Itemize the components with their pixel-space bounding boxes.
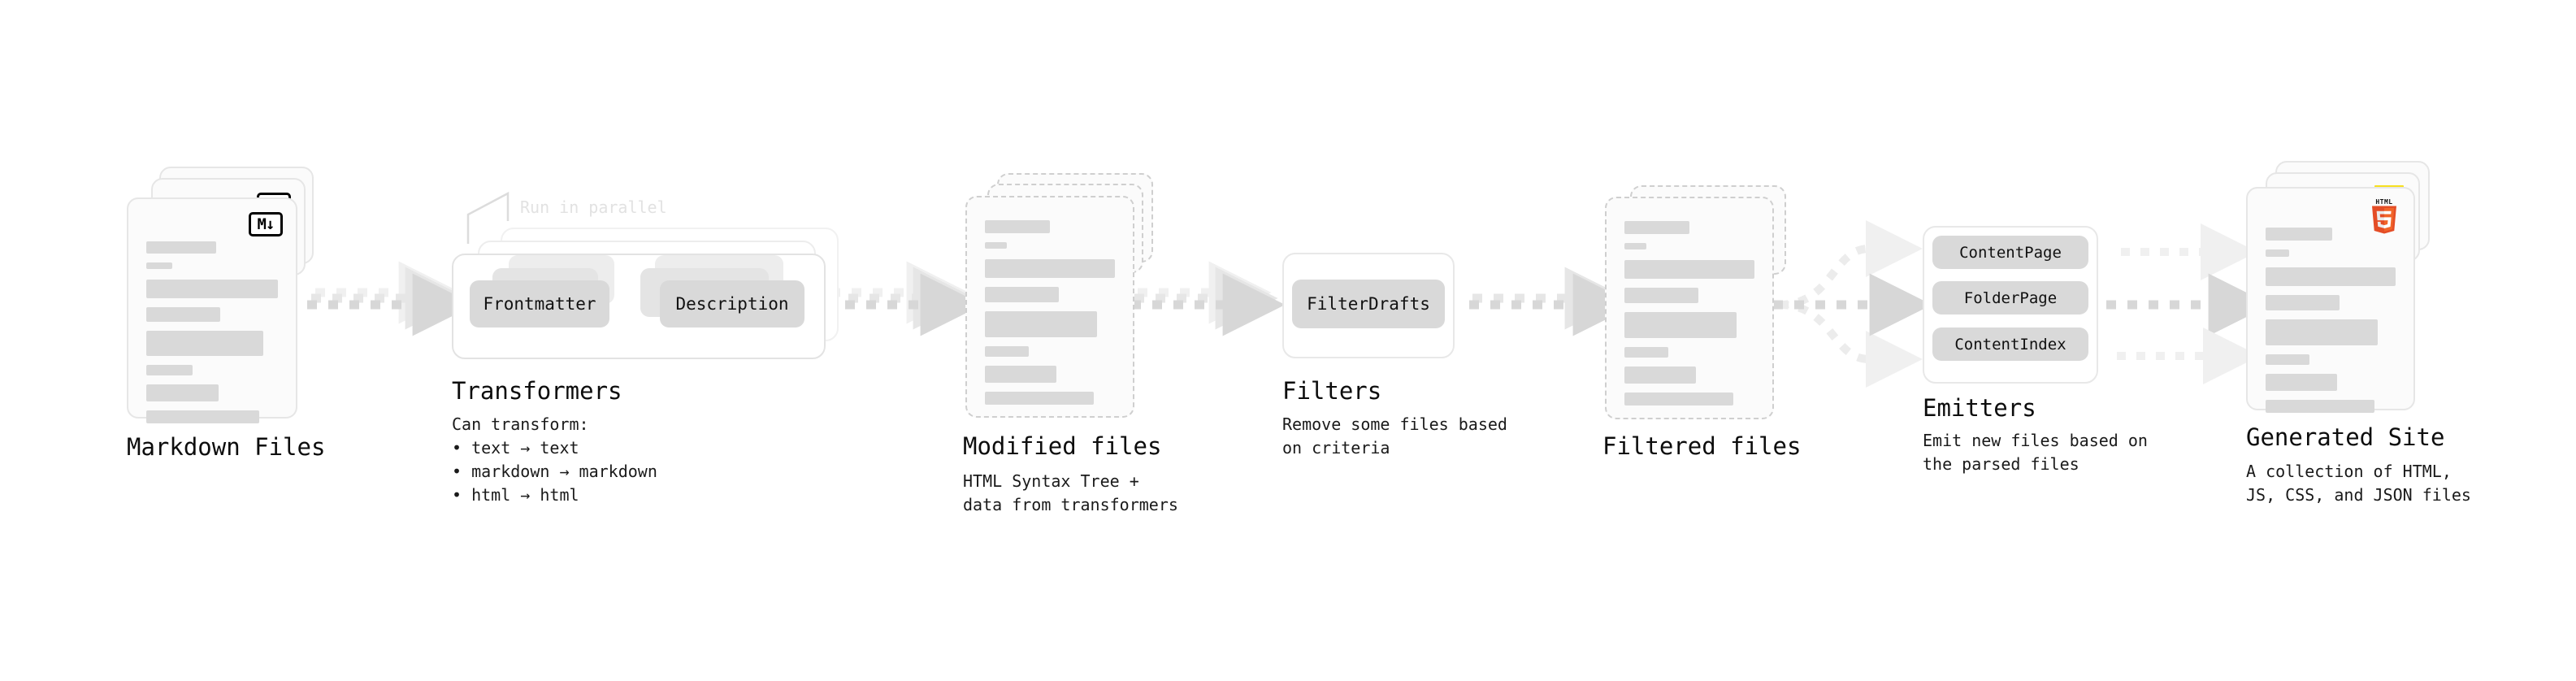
stage-title-transformers: Transformers [452,377,622,405]
stage-subtitle-modified-files: HTML Syntax Tree + data from transformer… [963,471,1178,514]
stage-title-generated-site: Generated Site [2246,423,2445,451]
skeleton-bars [1624,221,1754,414]
skeleton-bar [146,365,193,375]
skeleton-bar [146,331,264,356]
skeleton-bar [146,384,219,401]
skeleton-bar [2266,295,2340,310]
skeleton-bar [2266,249,2289,257]
connector-filtered-to-emitters [1773,220,1932,388]
connector-transformers-to-modified [824,261,983,336]
connector-modified-to-filters [1131,261,1286,336]
emitter-chip-contentpage[interactable]: ContentPage [1932,236,2088,269]
skeleton-bar [985,220,1050,233]
skeleton-bar [985,366,1056,383]
skeleton-bar [1624,367,1696,384]
skeleton-bar [985,392,1095,405]
skeleton-bars [985,220,1115,414]
stage-title-filtered-files: Filtered files [1602,432,1802,460]
emitter-chip-folderpage[interactable]: FolderPage [1932,281,2088,314]
skeleton-bars [146,241,278,432]
markdown-badge: M↓ [249,212,283,236]
modified-card-front[interactable] [965,196,1134,418]
html5-shield-icon [2371,206,2397,234]
connector-emitters-to-site [2106,223,2271,384]
skeleton-bars [2266,228,2396,422]
connector-markdown-to-transformers [307,261,475,336]
skeleton-bar [1624,243,1647,249]
skeleton-bar [146,280,278,298]
transformer-chip-description[interactable]: Description [660,280,804,327]
skeleton-bar [2266,400,2375,413]
skeleton-bar [985,346,1030,357]
skeleton-bar [2266,319,2378,345]
stage-subtitle-filters: Remove some files based on criteria [1282,414,1507,458]
skeleton-bar [985,259,1115,278]
skeleton-bar [985,242,1008,249]
skeleton-bar [2266,374,2337,391]
run-in-parallel-label: Run in parallel [520,197,667,217]
stage-title-filters: Filters [1282,377,1382,405]
stage-title-modified-files: Modified files [963,432,1162,460]
skeleton-bar [1624,312,1737,338]
skeleton-bar [1624,347,1669,358]
skeleton-bar [2266,228,2332,241]
connector-filters-to-filtered [1469,267,1636,336]
skeleton-bar [1624,221,1689,234]
skeleton-bar [146,307,220,322]
skeleton-bar [1624,288,1699,303]
html5-badge-label: HTML [2375,198,2393,206]
skeleton-bar [2266,354,2310,365]
markdown-card-front[interactable]: M↓ [127,197,297,423]
emitter-chip-contentindex[interactable]: ContentIndex [1932,327,2088,361]
skeleton-bar [985,311,1097,337]
transformer-chip-frontmatter[interactable]: Frontmatter [470,280,609,327]
skeleton-bar [985,287,1060,302]
skeleton-bar [146,262,173,269]
html5-icon: HTML [2368,198,2400,234]
filter-chip-filterdrafts[interactable]: FilterDrafts [1292,280,1445,328]
skeleton-bar [146,241,216,254]
site-card-front[interactable]: HTML [2246,187,2415,413]
filtered-card-front[interactable] [1605,197,1774,419]
skeleton-bar [2266,267,2396,286]
skeleton-bar [1624,260,1754,279]
skeleton-bar [1624,393,1734,406]
stage-subtitle-generated-site: A collection of HTML, JS, CSS, and JSON … [2246,462,2471,505]
stage-subtitle-transformers: Can transform: • text → text • markdown … [452,414,657,505]
stage-title-emitters: Emitters [1923,394,2036,422]
stage-title-markdown-files: Markdown Files [127,433,326,461]
stage-subtitle-emitters: Emit new files based on the parsed files [1923,431,2148,474]
skeleton-bar [146,410,260,423]
